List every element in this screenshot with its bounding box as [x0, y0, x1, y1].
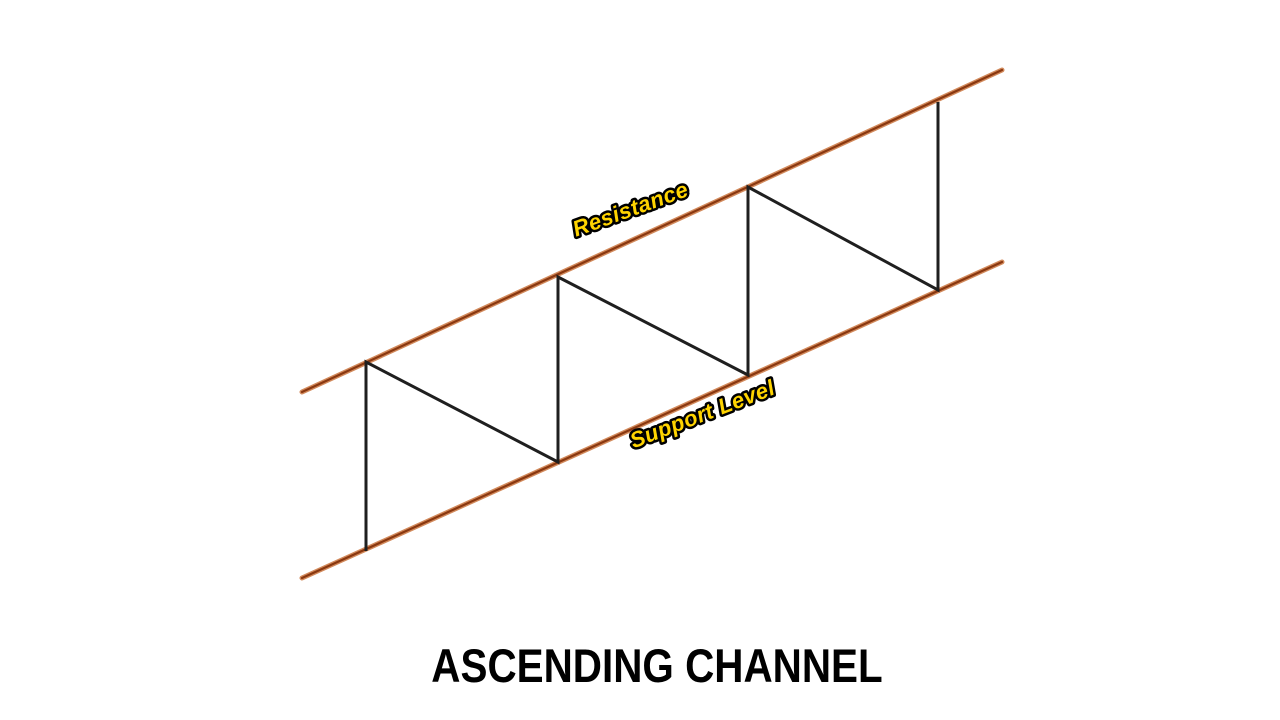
- resistance-line: [300, 68, 1004, 394]
- resistance-label: Resistance: [569, 176, 691, 241]
- support-level-label: Support Level: [626, 375, 778, 453]
- page-title: ASCENDING CHANNEL: [431, 639, 883, 692]
- price-zigzag-line: [364, 102, 940, 551]
- support-line: [300, 260, 1004, 580]
